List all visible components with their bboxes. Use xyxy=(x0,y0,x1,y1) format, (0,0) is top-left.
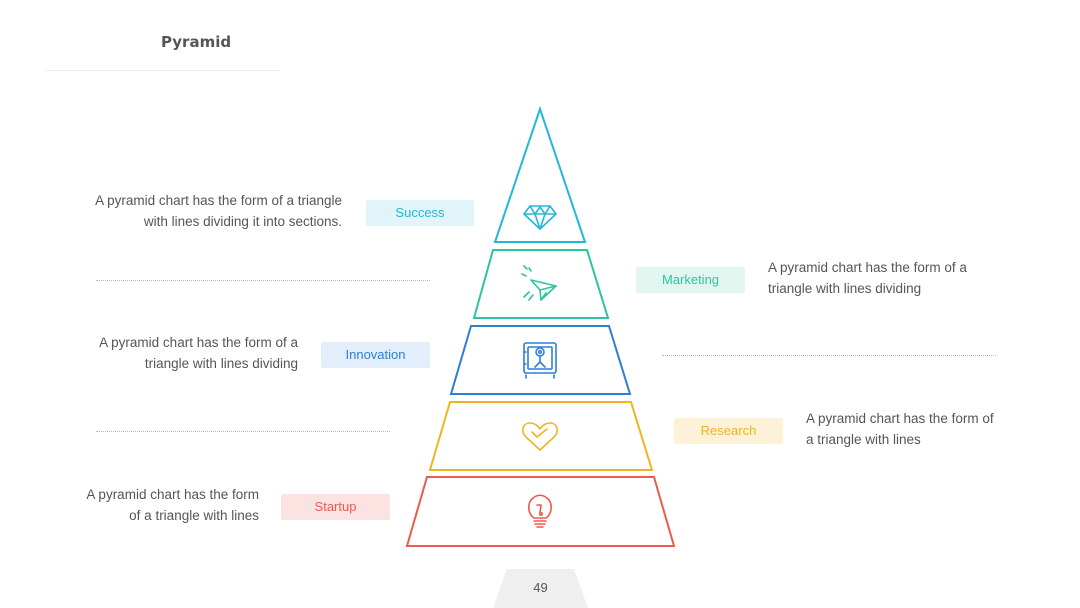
label-pill-research: Research xyxy=(674,418,783,444)
heart-icon xyxy=(521,422,559,451)
page-number-tab xyxy=(493,569,588,608)
label-pill-startup: Startup xyxy=(281,494,390,520)
page-title: Pyramid xyxy=(161,33,232,51)
diamond-icon xyxy=(523,205,557,230)
description-marketing-line-1: A pyramid chart has the form of a xyxy=(768,260,967,275)
pyramid-segment-marketing xyxy=(472,249,610,319)
label-pill-innovation: Innovation xyxy=(321,342,430,368)
page-number: 49 xyxy=(533,580,548,595)
title-underline xyxy=(46,70,280,71)
description-success-line-2: with lines dividing it into sections. xyxy=(143,214,342,229)
separator-line-2 xyxy=(662,355,996,356)
description-research-line-2: a triangle with lines xyxy=(806,432,921,447)
separator-line-1 xyxy=(96,280,430,281)
description-marketing: A pyramid chart has the form of a triang… xyxy=(768,257,967,299)
pyramid-segment-startup xyxy=(405,476,676,547)
description-startup-line-2: of a triangle with lines xyxy=(129,508,259,523)
description-research-line-1: A pyramid chart has the form of xyxy=(806,411,994,426)
safe-icon xyxy=(523,342,557,379)
pyramid-segment-success xyxy=(493,105,587,243)
description-success-line-1: A pyramid chart has the form of a triang… xyxy=(95,193,342,208)
label-pill-success: Success xyxy=(366,200,474,226)
description-research: A pyramid chart has the form of a triang… xyxy=(806,408,994,450)
description-startup: A pyramid chart has the form of a triang… xyxy=(86,484,259,526)
description-innovation-line-1: A pyramid chart has the form of a xyxy=(99,335,298,350)
pyramid-segment-research xyxy=(428,401,654,471)
separator-line-3 xyxy=(96,431,390,432)
pyramid-segment-innovation xyxy=(449,325,632,395)
label-pill-marketing: Marketing xyxy=(636,267,745,293)
description-innovation-line-2: triangle with lines dividing xyxy=(144,356,298,371)
lightbulb-icon xyxy=(528,494,552,528)
description-success: A pyramid chart has the form of a triang… xyxy=(95,190,342,232)
description-marketing-line-2: triangle with lines dividing xyxy=(768,281,922,296)
description-innovation: A pyramid chart has the form of a triang… xyxy=(99,332,298,374)
description-startup-line-1: A pyramid chart has the form xyxy=(86,487,259,502)
paper-plane-icon xyxy=(521,265,557,301)
